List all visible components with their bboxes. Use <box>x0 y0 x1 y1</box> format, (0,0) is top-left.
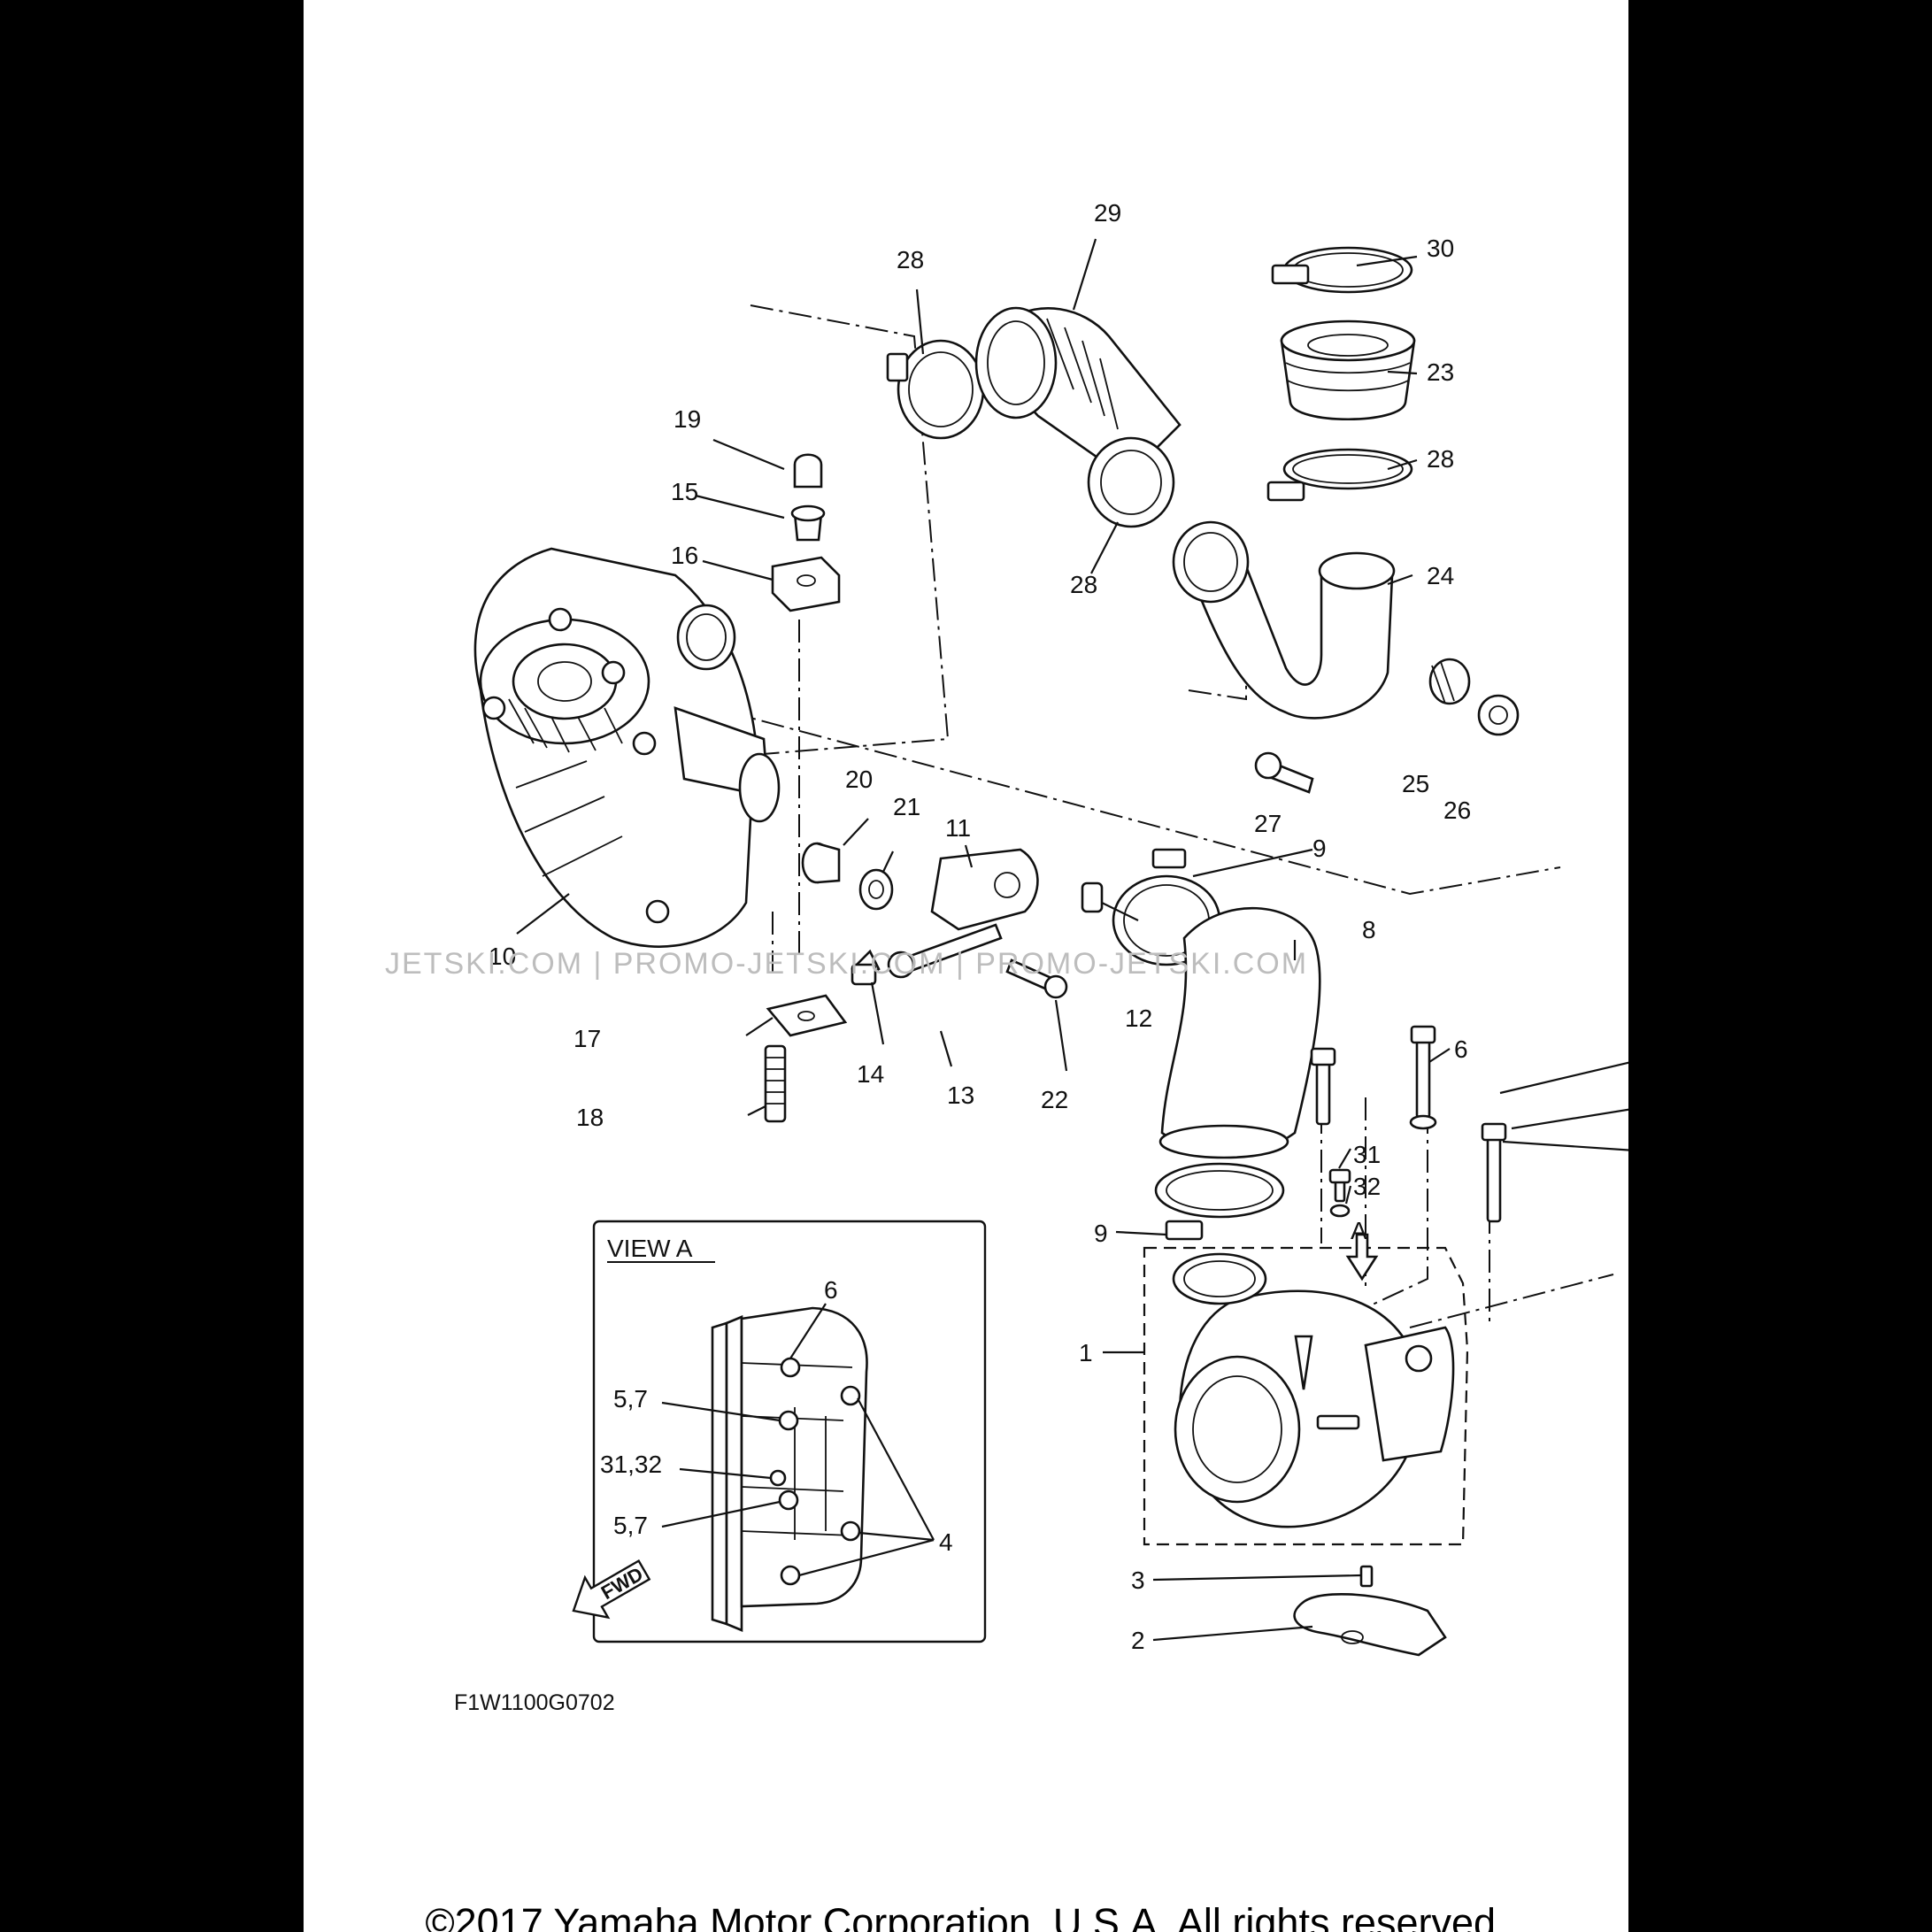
callout-19: 19 <box>674 405 701 433</box>
callout-8: 8 <box>1362 916 1376 943</box>
view-a-label-6: 6 <box>824 1276 838 1304</box>
callout-24: 24 <box>1427 562 1454 589</box>
callout-11: 11 <box>945 814 971 842</box>
callout-15: 15 <box>671 478 698 505</box>
callout-9-bottom: 9 <box>1094 1220 1108 1247</box>
view-a-label-4: 4 <box>939 1528 953 1556</box>
callout-1: 1 <box>1079 1339 1093 1366</box>
part-10-pump-housing <box>473 547 781 948</box>
leader-lines <box>516 238 1628 1642</box>
watermark-text: JETSKI.COM | PROMO-JETSKI.COM | PROMO-JE… <box>385 947 1308 981</box>
outlet-hose <box>1112 848 1321 1241</box>
callout-18: 18 <box>576 1104 604 1131</box>
view-a-label-31-32: 31,32 <box>600 1451 662 1478</box>
view-a-label-5-7-upper: 5,7 <box>613 1385 648 1412</box>
callout-9-top: 9 <box>1312 835 1327 862</box>
arrow-a-label: A <box>1351 1217 1367 1244</box>
callout-30: 30 <box>1427 235 1454 262</box>
callout-25: 25 <box>1402 770 1429 797</box>
callout-29: 29 <box>1094 199 1121 227</box>
callout-21: 21 <box>893 793 920 820</box>
copyright-notice: ©2017 Yamaha Motor Corporation, U.S.A. A… <box>425 1900 1507 1932</box>
callout-27: 27 <box>1254 810 1282 837</box>
callout-3: 3 <box>1131 1566 1145 1594</box>
callout-2: 2 <box>1131 1627 1145 1654</box>
callout-28-right: 28 <box>1427 445 1454 473</box>
parts-diagram: 30 29 28 23 28 28 24 19 15 16 25 26 27 2… <box>385 199 1628 1715</box>
bracket-parts <box>801 842 1104 999</box>
drawing-code: F1W1100G0702 <box>454 1690 615 1715</box>
callout-13: 13 <box>947 1081 974 1109</box>
callout-20: 20 <box>845 766 873 793</box>
view-a-label-5-7-lower: 5,7 <box>613 1512 648 1539</box>
pump-assembly <box>1143 1025 1507 1657</box>
callout-16: 16 <box>671 542 698 569</box>
view-a-inset: VIEW A 6 5,7 31,32 5,7 4 <box>592 1220 987 1643</box>
callout-12: 12 <box>1125 1004 1152 1032</box>
callout-22: 22 <box>1041 1086 1068 1113</box>
callout-26: 26 <box>1443 797 1471 824</box>
callout-23: 23 <box>1427 358 1454 386</box>
callout-labels: 30 29 28 23 28 28 24 19 15 16 25 26 27 2… <box>489 199 1471 1654</box>
callout-17: 17 <box>573 1025 601 1052</box>
intake-hoses <box>886 246 1520 794</box>
diagram-sheet: 30 29 28 23 28 28 24 19 15 16 25 26 27 2… <box>304 0 1628 1932</box>
small-parts-left <box>764 453 848 1123</box>
callout-31: 31 <box>1353 1141 1381 1168</box>
callout-32: 32 <box>1353 1173 1381 1200</box>
callout-28-middle: 28 <box>1070 571 1097 598</box>
callout-10: 10 <box>489 943 516 970</box>
callout-6: 6 <box>1454 1035 1468 1063</box>
view-a-title: VIEW A <box>607 1235 693 1262</box>
callout-28-top: 28 <box>897 246 924 273</box>
callout-14: 14 <box>857 1060 884 1088</box>
